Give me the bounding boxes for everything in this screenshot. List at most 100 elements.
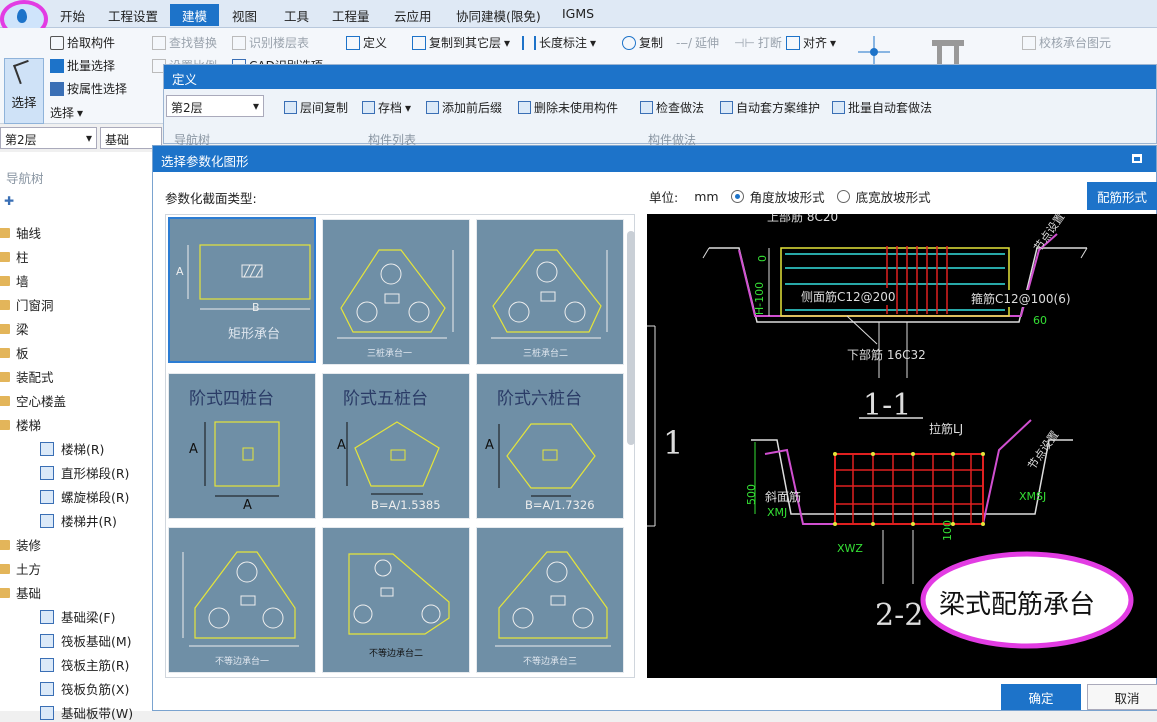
folder-icon <box>0 563 10 574</box>
tree-item-axis[interactable]: 轴线 <box>0 223 41 242</box>
tree-item-prefab[interactable]: 装配式 <box>0 367 54 386</box>
batch-auto-method-button[interactable]: 批量自动套做法 <box>832 99 932 116</box>
point-tool-icon[interactable] <box>858 36 890 68</box>
batch-icon <box>50 58 64 73</box>
check-method-button[interactable]: 检查做法 <box>640 99 704 116</box>
radio-angle-slope[interactable] <box>730 190 744 203</box>
col-header-component-list: 构件列表 <box>368 133 417 147</box>
tree-sub-spiral-flight[interactable]: 螺旋梯段(R) <box>40 487 129 506</box>
cap-icon <box>930 38 966 68</box>
floor-copy-icon <box>284 101 297 114</box>
select-big-button[interactable]: 选择 <box>4 58 44 124</box>
align-button[interactable]: 对齐▾ <box>786 34 836 51</box>
navigation-tree: 导航树 ✚ 轴线 柱 墙 门窗洞 梁 板 装配式 空心楼盖 楼梯 楼梯(R) 直… <box>0 152 155 721</box>
shape-unequal-cap-2[interactable]: 不等边承台二 <box>322 527 470 673</box>
tree-sub-foundation-beam[interactable]: 基础梁(F) <box>40 607 115 626</box>
folder-open-icon <box>0 587 10 598</box>
tab-tools[interactable]: 工具 <box>284 9 310 24</box>
length-icon <box>522 35 536 50</box>
tree-sub-slab-strip[interactable]: 基础板带(W) <box>40 703 133 722</box>
tree-item-decoration[interactable]: 装修 <box>0 535 41 554</box>
xwz-label: XWZ <box>837 542 863 555</box>
define-button[interactable]: 定义 <box>346 34 387 51</box>
tree-sub-stairwell[interactable]: 楼梯井(R) <box>40 511 117 530</box>
col-header-method: 构件做法 <box>648 133 697 147</box>
tree-item-earthwork[interactable]: 土方 <box>0 559 41 578</box>
check-cap-button[interactable]: 校核承台图元 <box>1022 34 1111 51</box>
tab-quantity[interactable]: 工程量 <box>332 9 370 24</box>
auto-plan-button[interactable]: 自动套方案维护 <box>720 99 820 116</box>
tab-start[interactable]: 开始 <box>60 9 86 24</box>
maximize-icon[interactable] <box>1132 154 1142 163</box>
radio-width-slope[interactable] <box>836 190 850 203</box>
tree-sub-straight-flight[interactable]: 直形梯段(R) <box>40 463 129 482</box>
shape-label: 矩形承台 <box>228 327 281 342</box>
shape-unequal-cap-1[interactable]: 不等边承台一 <box>168 527 316 673</box>
xmsj-label: XMSJ <box>1019 490 1047 503</box>
tab-project-settings[interactable]: 工程设置 <box>108 9 159 24</box>
tree-sub-raft[interactable]: 筏板基础(M) <box>40 631 132 650</box>
shape-stepped-6-pile[interactable]: 阶式六桩台 A B=A/1.7326 <box>476 373 624 519</box>
raft-main-icon <box>40 657 54 672</box>
add-icon[interactable]: ✚ <box>4 194 15 208</box>
tie-bar-label: 拉筋LJ <box>929 422 964 436</box>
find-replace-button[interactable]: 查找替换 <box>152 34 217 51</box>
tree-item-door-window[interactable]: 门窗洞 <box>0 295 54 314</box>
length-mark-button[interactable]: 长度标注▾ <box>522 34 596 51</box>
prefix-icon <box>426 101 439 114</box>
extend-icon: -‒/ <box>676 35 693 50</box>
delete-unused-button[interactable]: 删除未使用构件 <box>518 99 618 116</box>
rebar-form-button[interactable]: 配筋形式 <box>1087 182 1157 210</box>
shape-three-pile-2[interactable]: 三桩承台二 <box>476 219 624 365</box>
shape-stepped-4-pile[interactable]: 阶式四桩台 A A <box>168 373 316 519</box>
floor-select[interactable]: 第2层▾ <box>0 127 97 149</box>
tree-sub-stair[interactable]: 楼梯(R) <box>40 439 104 458</box>
tab-collab[interactable]: 协同建模(限免) <box>456 9 541 24</box>
attr-select-button[interactable]: 按属性选择 <box>50 80 127 97</box>
tab-igms[interactable]: IGMS <box>562 6 595 21</box>
batch-select-button[interactable]: 批量选择 <box>50 57 115 74</box>
tree-item-stair[interactable]: 楼梯 <box>0 415 41 434</box>
copy-button[interactable]: 复制 <box>622 34 663 51</box>
add-prefix-suffix-button[interactable]: 添加前后缀 <box>426 99 502 116</box>
radio-angle-label: 角度放坡形式 <box>749 190 825 205</box>
copy-to-floor-button[interactable]: 复制到其它层▾ <box>412 34 510 51</box>
break-button[interactable]: ⊣⊢打断 <box>734 35 782 51</box>
section-marker-1: 1 <box>663 424 684 462</box>
shape-label: 不等边承台二 <box>369 649 424 659</box>
shape-rect-cap[interactable]: A B 矩形承台 <box>167 216 317 364</box>
pick-component-button[interactable]: 拾取构件 <box>50 34 115 51</box>
component-type-select[interactable]: 基础 <box>100 127 162 149</box>
cursor-icon <box>13 59 35 85</box>
tree-item-wall[interactable]: 墙 <box>0 271 29 290</box>
identify-floor-table-button[interactable]: 识别楼层表 <box>232 34 309 51</box>
tree-item-column[interactable]: 柱 <box>0 247 29 266</box>
menubar: 开始 工程设置 建模 视图 工具 工程量 云应用 协同建模(限免) IGMS <box>0 0 1157 28</box>
tree-item-beam[interactable]: 梁 <box>0 319 29 338</box>
shape-stepped-5-pile[interactable]: 阶式五桩台 A B=A/1.5385 <box>322 373 470 519</box>
tree-sub-raft-main-rebar[interactable]: 筏板主筋(R) <box>40 655 129 674</box>
shape-label: 阶式五桩台 <box>343 389 428 409</box>
tab-modeling[interactable]: 建模 <box>170 4 220 26</box>
xmj-label: XMJ <box>767 506 788 519</box>
extend-button[interactable]: -‒/延伸 <box>676 35 720 51</box>
folder-icon <box>0 347 10 358</box>
tab-view[interactable]: 视图 <box>232 9 258 24</box>
define-icon <box>346 35 360 50</box>
select-group-dropdown[interactable]: 选择▾ <box>50 105 84 121</box>
shape-unequal-cap-3[interactable]: 不等边承台三 <box>476 527 624 673</box>
ok-button[interactable]: 确定 <box>1001 684 1081 710</box>
tree-item-slab[interactable]: 板 <box>0 343 29 362</box>
zero-label: 0 <box>756 255 769 262</box>
attr-icon <box>50 81 64 96</box>
cancel-button[interactable]: 取消 <box>1087 684 1157 710</box>
tree-sub-raft-neg-rebar[interactable]: 筏板负筋(X) <box>40 679 129 698</box>
shape-three-pile-1[interactable]: 三桩承台一 <box>322 219 470 365</box>
define-floor-select[interactable]: 第2层▾ <box>166 95 264 117</box>
tree-item-hollow-floor[interactable]: 空心楼盖 <box>0 391 66 410</box>
shape-grid-scrollbar[interactable] <box>627 231 635 445</box>
floor-copy-button[interactable]: 层间复制 <box>284 99 348 116</box>
tab-cloud[interactable]: 云应用 <box>394 9 432 24</box>
tree-item-foundation[interactable]: 基础 <box>0 583 41 602</box>
archive-button[interactable]: 存档▾ <box>362 99 411 116</box>
